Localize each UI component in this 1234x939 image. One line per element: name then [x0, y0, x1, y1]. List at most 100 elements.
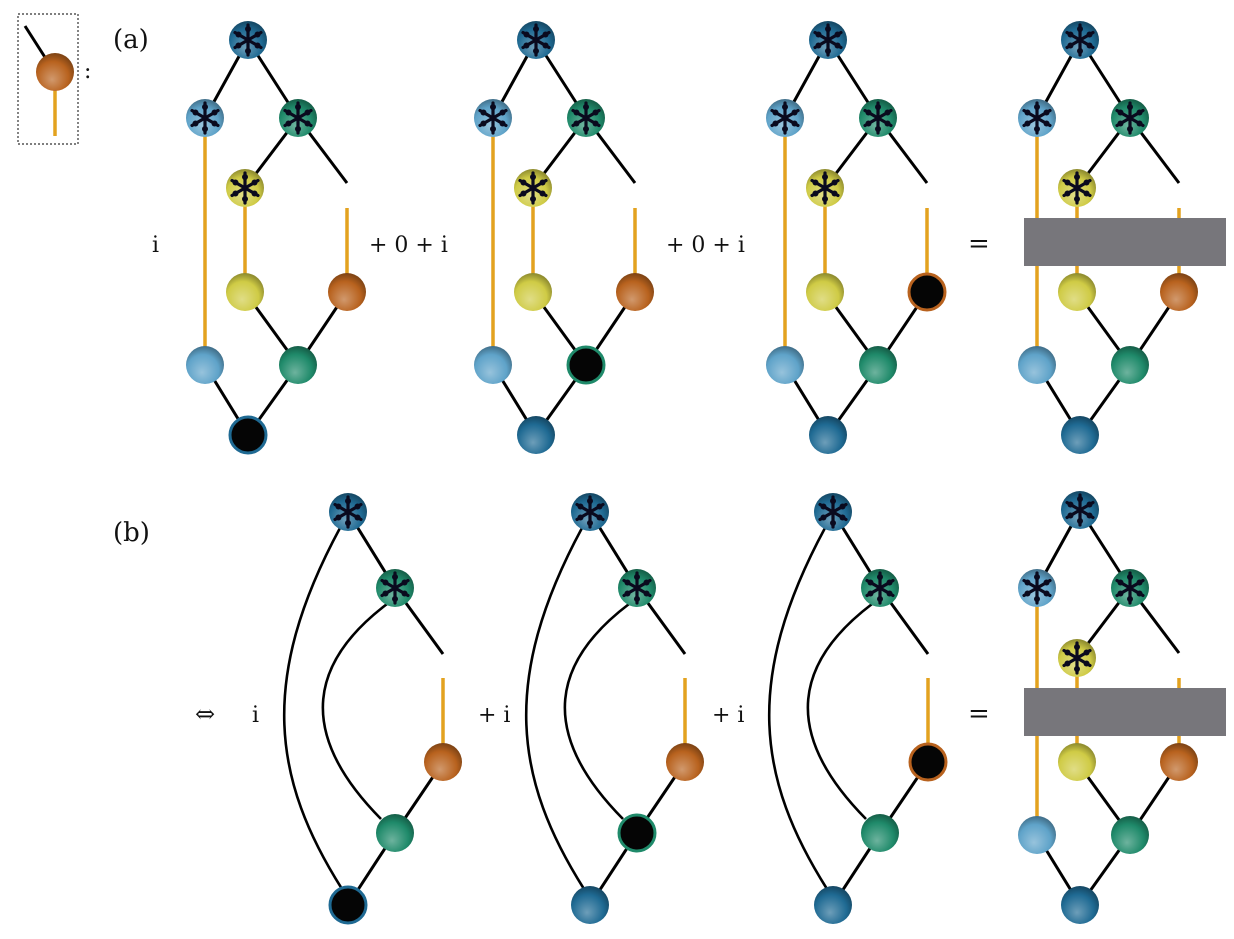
light-blue-bottom-node	[1018, 346, 1056, 384]
yellow-bottom-node	[806, 273, 844, 311]
panel-b-term-3-diagram	[767, 493, 948, 924]
curved-edge	[524, 527, 586, 890]
asterisk-icon	[571, 101, 601, 135]
left-star-node	[186, 99, 224, 137]
panel-a-term-2-prefix: + 0 + i	[369, 233, 448, 258]
asterisk-icon	[521, 23, 551, 57]
top-star-node	[814, 493, 852, 531]
light-blue-bottom-node	[1018, 816, 1056, 854]
green-bottom-black-node	[617, 813, 657, 853]
panel-b-equals: =	[968, 699, 990, 729]
green-bottom-node	[1111, 816, 1149, 854]
orange-bottom-black-node	[907, 272, 947, 312]
asterisk-icon	[1115, 101, 1145, 135]
gray-box	[1024, 218, 1226, 266]
asterisk-icon	[770, 101, 800, 135]
right-star-node	[859, 99, 897, 137]
top-star-node	[229, 21, 267, 59]
yellow-star-node	[226, 169, 264, 207]
top-star-node	[1061, 491, 1099, 529]
legend-orange-node	[36, 53, 74, 91]
right-star-node	[861, 569, 899, 607]
panel-a-result-diagram	[1018, 21, 1226, 454]
green-bottom-node	[859, 346, 897, 384]
asterisk-icon	[1115, 571, 1145, 605]
right-star-node	[567, 99, 605, 137]
left-star-node	[766, 99, 804, 137]
panel-b-term-3-prefix: + i	[712, 703, 744, 728]
legend-orange-node	[36, 53, 74, 91]
panel-b-term-2-diagram	[524, 493, 704, 924]
asterisk-icon	[1065, 23, 1095, 57]
orange-bottom-black-node	[908, 742, 948, 782]
yellow-star-node	[1058, 169, 1096, 207]
green-bottom-node	[1111, 346, 1149, 384]
yellow-bottom-node	[514, 273, 552, 311]
top-star-node	[809, 21, 847, 59]
asterisk-icon	[818, 495, 848, 529]
panel-a-equals: =	[968, 229, 990, 259]
panel-b-term-1-prefix: i	[252, 703, 259, 728]
left-star-node	[474, 99, 512, 137]
top-star-node	[1061, 21, 1099, 59]
panel-a-term-1-diagram	[186, 21, 366, 455]
top-star-node	[329, 493, 367, 531]
green-bottom-node	[861, 814, 899, 852]
asterisk-icon	[333, 495, 363, 529]
orange-bottom-node	[1160, 743, 1198, 781]
light-blue-bottom-node	[474, 346, 512, 384]
panel-a-label: (a)	[113, 25, 149, 55]
asterisk-icon	[1022, 571, 1052, 605]
yellow-star-node	[1058, 639, 1096, 677]
right-star-node	[376, 569, 414, 607]
asterisk-icon	[1022, 101, 1052, 135]
green-bottom-node	[376, 814, 414, 852]
asterisk-icon	[230, 171, 260, 205]
panel-a-term-1-prefix: i	[152, 233, 159, 258]
legend-classic-wire	[23, 25, 50, 63]
yellow-bottom-node	[1058, 273, 1096, 311]
asterisk-icon	[865, 571, 895, 605]
orange-bottom-node	[616, 273, 654, 311]
panel-a-term-3-diagram	[766, 21, 947, 454]
legend-frame	[17, 13, 79, 145]
orange-bottom-node	[1160, 273, 1198, 311]
bottom-node	[809, 416, 847, 454]
legend-colon: :	[84, 59, 91, 84]
right-star-node	[279, 99, 317, 137]
green-bottom-node	[279, 346, 317, 384]
light-blue-bottom-node	[766, 346, 804, 384]
orange-bottom-node	[424, 743, 462, 781]
curved-edge	[806, 602, 873, 820]
yellow-star-node	[806, 169, 844, 207]
panel-a-term-2-diagram	[474, 21, 654, 454]
asterisk-icon	[518, 171, 548, 205]
asterisk-icon	[575, 495, 605, 529]
bottom-node	[1061, 416, 1099, 454]
right-star-node	[1111, 99, 1149, 137]
light-blue-bottom-node	[186, 346, 224, 384]
green-bottom-black-node	[566, 345, 606, 385]
top-star-node	[571, 493, 609, 531]
orange-bottom-node	[328, 273, 366, 311]
asterisk-icon	[233, 23, 263, 57]
left-star-node	[1018, 99, 1056, 137]
bottom-node	[814, 886, 852, 924]
asterisk-icon	[190, 101, 220, 135]
left-star-node	[1018, 569, 1056, 607]
asterisk-icon	[622, 571, 652, 605]
bottom-black-node	[328, 885, 368, 925]
right-star-node	[618, 569, 656, 607]
bottom-node	[1061, 886, 1099, 924]
asterisk-icon	[478, 101, 508, 135]
asterisk-icon	[1062, 641, 1092, 675]
curved-edge	[767, 527, 829, 890]
panel-b-term-2-prefix: + i	[478, 703, 510, 728]
panel-b-term-1-diagram	[282, 493, 462, 925]
panel-b-equiv: ⇔	[195, 700, 215, 728]
asterisk-icon	[380, 571, 410, 605]
yellow-bottom-node	[1058, 743, 1096, 781]
curved-edge	[563, 602, 630, 820]
panel-b-result-diagram	[1018, 491, 1226, 924]
